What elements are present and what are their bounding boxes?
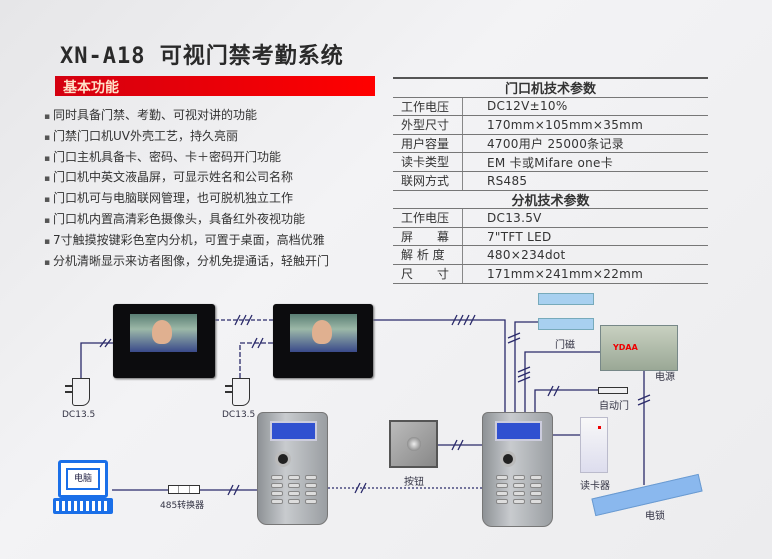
spec-value: DC12V±10% bbox=[487, 99, 568, 114]
power-label: 电源 bbox=[655, 372, 675, 383]
converter-label: 485转换器 bbox=[160, 501, 205, 511]
door-spec-header: 门口机技术参数 bbox=[393, 79, 708, 98]
feature-list: 同时具备门禁、考勤、可视对讲的功能 门禁门口机UV外壳工艺，持久亮丽 门口主机具… bbox=[44, 106, 329, 272]
spec-row: 用户容量 4700用户 25000条记录 bbox=[393, 134, 708, 154]
keypad bbox=[271, 475, 317, 504]
auto-door-label: 自动门 bbox=[599, 401, 629, 412]
monitor-screen bbox=[130, 314, 197, 352]
indoor-spec-header: 分机技术参数 bbox=[393, 191, 708, 210]
auto-door-icon bbox=[598, 387, 628, 394]
lcd-screen bbox=[270, 421, 317, 441]
feature-item: 门口机可与电脑联网管理，也可脱机独立工作 bbox=[44, 189, 329, 210]
spec-row: 解 析 度 480×234dot bbox=[393, 246, 708, 265]
spec-row: 工作电压 DC13.5V bbox=[393, 209, 708, 228]
spec-value: RS485 bbox=[487, 173, 528, 188]
spec-label: 尺 寸 bbox=[393, 264, 463, 283]
door-station-1 bbox=[257, 412, 328, 525]
card-reader-label: 读卡器 bbox=[580, 481, 610, 492]
door-station-2 bbox=[482, 412, 553, 527]
power-brand: YDAA bbox=[613, 343, 638, 352]
door-sensor-label: 门磁 bbox=[555, 340, 575, 351]
spec-row: 联网方式 RS485 bbox=[393, 171, 708, 191]
feature-item: 门禁门口机UV外壳工艺，持久亮丽 bbox=[44, 127, 329, 148]
spec-label: 解 析 度 bbox=[393, 246, 463, 264]
feature-item: 7寸触摸按键彩色室内分机，可置于桌面，高档优雅 bbox=[44, 231, 329, 252]
adapter-label: DC13.5 bbox=[62, 410, 96, 420]
lcd-screen bbox=[495, 421, 542, 441]
spec-label: 用户容量 bbox=[393, 134, 463, 153]
keypad bbox=[496, 475, 542, 504]
spec-row: 工作电压 DC12V±10% bbox=[393, 97, 708, 117]
feature-item: 门口机中英文液晶屏，可显示姓名和公司名称 bbox=[44, 168, 329, 189]
section-banner: 基本功能 bbox=[55, 76, 375, 96]
page-title: XN-A18 可视门禁考勤系统 bbox=[60, 44, 344, 69]
feature-item: 门口主机具备卡、密码、卡＋密码开门功能 bbox=[44, 148, 329, 169]
computer-icon: 电脑 bbox=[58, 460, 108, 498]
indoor-monitor-1 bbox=[113, 304, 215, 378]
door-sensor-icon bbox=[538, 293, 594, 305]
spec-value: DC13.5V bbox=[487, 210, 542, 225]
power-adapter-icon bbox=[225, 378, 250, 406]
feature-item: 门口机内置高清彩色摄像头，具备红外夜视功能 bbox=[44, 210, 329, 231]
spec-label: 外型尺寸 bbox=[393, 116, 463, 134]
feature-item: 同时具备门禁、考勤、可视对讲的功能 bbox=[44, 106, 329, 127]
spec-table: 门口机技术参数 工作电压 DC12V±10% 外型尺寸 170mm×105mm×35… bbox=[393, 77, 708, 284]
camera-icon bbox=[500, 451, 516, 467]
spec-value: 7"TFT LED bbox=[487, 229, 552, 244]
spec-value: 4700用户 25000条记录 bbox=[487, 137, 625, 152]
door-sensor-icon bbox=[538, 318, 594, 330]
rs485-converter-icon bbox=[168, 485, 200, 494]
spec-label: 联网方式 bbox=[393, 171, 463, 190]
card-reader-icon bbox=[580, 417, 608, 473]
power-adapter-icon bbox=[65, 378, 90, 406]
power-supply-icon: YDAA bbox=[600, 325, 678, 371]
spec-row: 外型尺寸 170mm×105mm×35mm bbox=[393, 116, 708, 135]
keyboard-icon bbox=[53, 498, 113, 514]
button-label: 按钮 bbox=[404, 477, 424, 488]
camera-icon bbox=[275, 451, 291, 467]
computer-label: 电脑 bbox=[66, 468, 100, 490]
spec-row: 读卡类型 EM 卡或Mifare one卡 bbox=[393, 153, 708, 172]
spec-value: 171mm×241mm×22mm bbox=[487, 266, 644, 281]
spec-value: 170mm×105mm×35mm bbox=[487, 117, 644, 132]
lock-label: 电锁 bbox=[645, 511, 665, 522]
spec-value: 480×234dot bbox=[487, 248, 566, 263]
spec-row: 屏 幕 7"TFT LED bbox=[393, 227, 708, 247]
section-title: 基本功能 bbox=[63, 80, 119, 96]
spec-label: 工作电压 bbox=[393, 97, 463, 116]
spec-row: 尺 寸 171mm×241mm×22mm bbox=[393, 264, 708, 284]
adapter-label: DC13.5 bbox=[222, 410, 256, 420]
spec-value: EM 卡或Mifare one卡 bbox=[487, 155, 614, 170]
spec-label: 屏 幕 bbox=[393, 227, 463, 246]
feature-item: 分机清晰显示来访者图像，分机免提通话，轻触开门 bbox=[44, 252, 329, 273]
spec-label: 读卡类型 bbox=[393, 153, 463, 171]
exit-button-icon bbox=[389, 420, 438, 468]
spec-label: 工作电压 bbox=[393, 209, 463, 227]
monitor-screen bbox=[290, 314, 357, 352]
indoor-monitor-2 bbox=[273, 304, 373, 378]
